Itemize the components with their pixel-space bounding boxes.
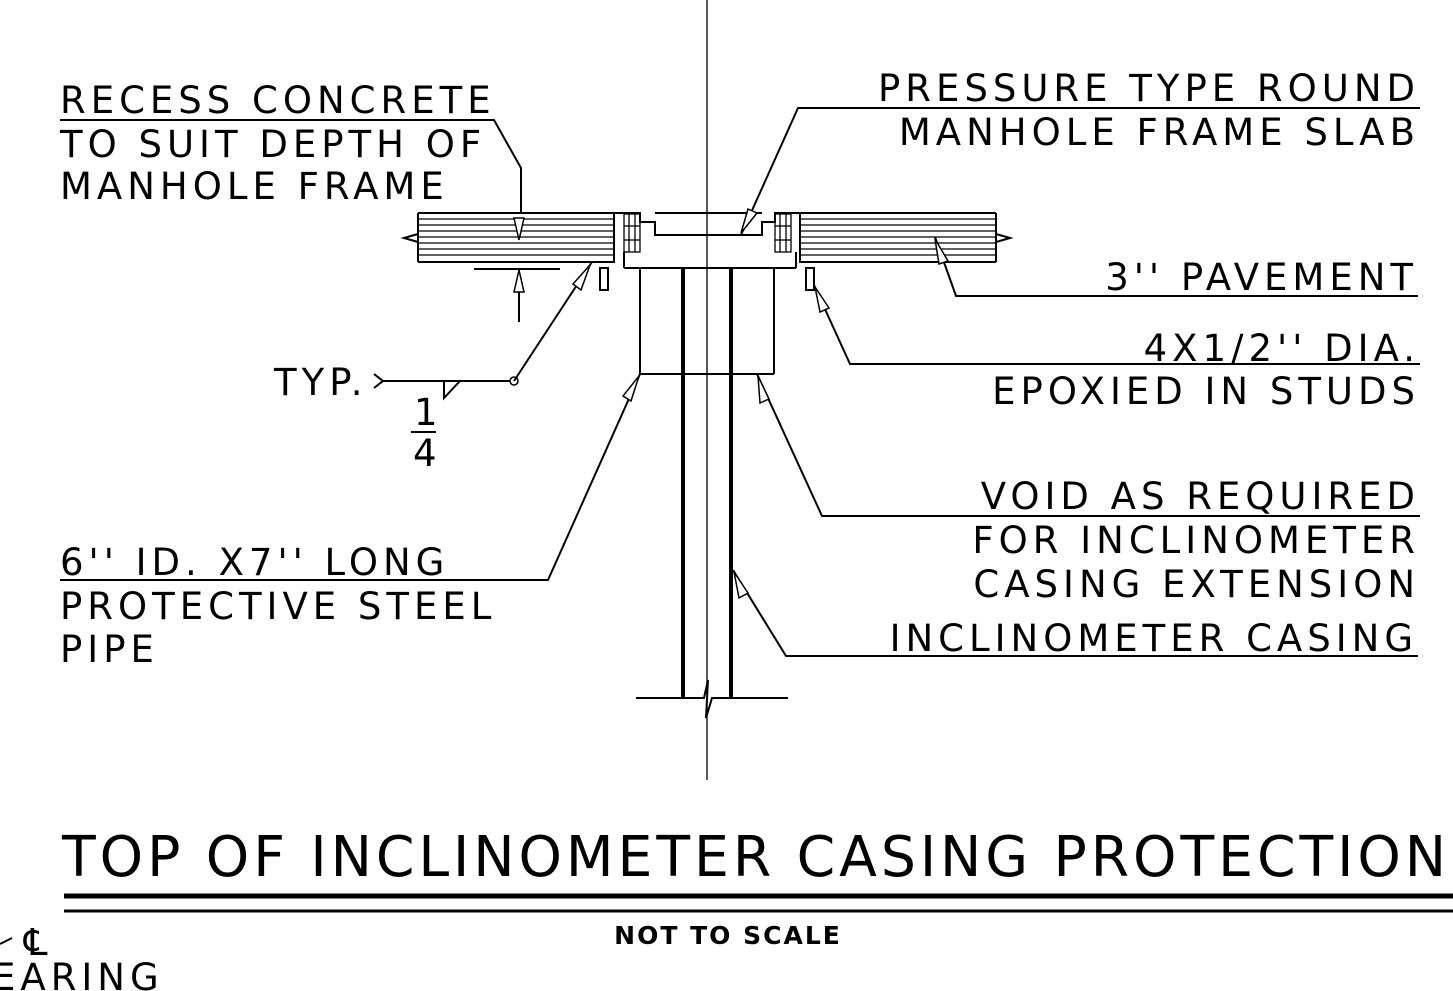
drawing-title: TOP OF INCLINOMETER CASING PROTECTION <box>61 825 1450 890</box>
inclinometer-casing <box>636 268 788 719</box>
void-leader <box>756 373 1420 517</box>
pavement-slab-right <box>800 212 1014 263</box>
pavement-leader <box>934 236 1418 297</box>
pipe-label-line3: PIPE <box>60 628 159 671</box>
studs-label-line2: EPOXIED IN STUDS <box>992 370 1420 413</box>
epoxied-stud-left <box>599 267 609 291</box>
scale-note: NOT TO SCALE <box>614 921 842 950</box>
protective-steel-pipe <box>639 268 775 375</box>
recess-dimension <box>60 119 560 322</box>
corner-bearing-text: EARING <box>0 956 164 991</box>
pipe-label-line1: 6'' ID. X7'' LONG <box>60 541 449 584</box>
weld-size-denominator: 4 <box>413 432 442 475</box>
void-label-line1: VOID AS REQUIRED <box>981 475 1420 518</box>
recess-label-line2: TO SUIT DEPTH OF <box>59 123 486 166</box>
studs-leader <box>813 284 1420 365</box>
recess-label-line3: MANHOLE FRAME <box>60 165 449 208</box>
pavement-slab-left <box>400 212 614 263</box>
pipe-label-line2: PROTECTIVE STEEL <box>60 585 496 628</box>
casing-leader <box>732 569 1418 657</box>
pressure-label-line2: MANHOLE FRAME SLAB <box>899 111 1420 154</box>
pressure-label-line1: PRESSURE TYPE ROUND <box>878 67 1420 110</box>
recess-label-line1: RECESS CONCRETE <box>60 79 496 122</box>
pipe-leader <box>60 373 641 581</box>
void-label-line2: FOR INCLINOMETER <box>972 519 1420 562</box>
pavement-label: 3'' PAVEMENT <box>1105 256 1418 299</box>
pressure-frame-leader <box>740 107 1420 236</box>
void-label-line3: CASING EXTENSION <box>973 563 1420 606</box>
corner-dash <box>0 937 13 945</box>
weld-symbol <box>373 261 593 433</box>
manhole-frame <box>596 212 818 269</box>
studs-label-line1: 4X1/2'' DIA. <box>1144 327 1420 370</box>
weld-size-numerator: 1 <box>414 391 443 434</box>
typ-label: TYP. <box>273 361 368 404</box>
casing-label: INCLINOMETER CASING <box>890 617 1418 660</box>
epoxied-stud-right <box>805 267 815 291</box>
corner-centerline-symbol: ℄ <box>23 921 53 964</box>
